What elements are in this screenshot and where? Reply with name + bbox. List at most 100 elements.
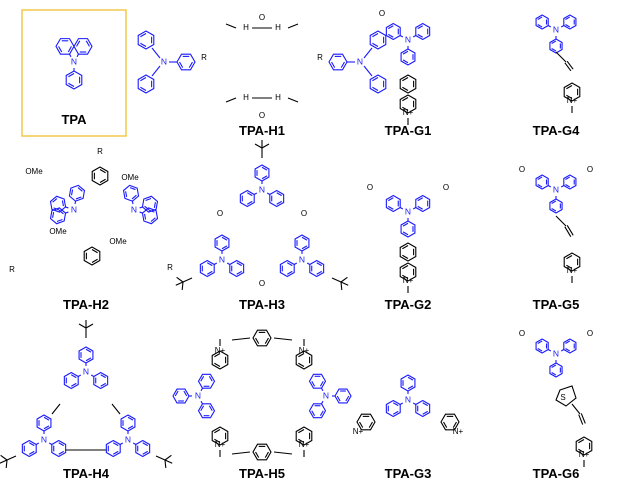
nitrogen-atom: N (259, 184, 265, 194)
phenyl-ring (105, 439, 121, 458)
bond (52, 212, 55, 218)
phenyl-ring (309, 259, 325, 278)
bond (111, 403, 121, 415)
bond (145, 197, 152, 202)
phenyl-ring (141, 207, 159, 225)
bond (372, 77, 379, 82)
bond (422, 402, 428, 407)
bond (140, 33, 147, 38)
phenyl-ring (51, 439, 67, 458)
bond (179, 61, 184, 68)
nitrogen-atom: N (71, 204, 77, 214)
bond (273, 337, 293, 341)
phenyl-ring (279, 259, 295, 278)
bond (78, 323, 87, 329)
bond (566, 224, 574, 236)
phenyl-ring (399, 242, 417, 262)
thiophene-ring (555, 385, 577, 407)
bond (402, 59, 409, 64)
bond (221, 236, 228, 241)
bond (407, 376, 414, 381)
phenyl-ring (535, 338, 549, 354)
bond (140, 42, 147, 47)
bond (236, 262, 242, 267)
bond (100, 374, 106, 379)
bond (255, 337, 260, 344)
bond (402, 97, 409, 102)
bond (91, 249, 98, 254)
bond (85, 357, 92, 362)
bond (188, 61, 193, 68)
bond (566, 264, 573, 269)
bond (287, 23, 299, 29)
phenyl-ring (49, 207, 67, 225)
bond (140, 86, 147, 91)
bond (71, 382, 77, 387)
label-tpa: TPA (61, 112, 87, 127)
phenyl-ring (400, 220, 416, 238)
bond (99, 169, 106, 174)
bond (443, 421, 448, 428)
bond (372, 33, 379, 38)
bond (151, 47, 161, 59)
r-group: R (97, 147, 103, 156)
bond (182, 277, 193, 283)
label-tpa-h5: TPA-H5 (239, 466, 285, 481)
bond (565, 24, 571, 28)
urea-nh: H (243, 23, 249, 32)
phenyl-ring (36, 414, 52, 432)
bond (113, 442, 119, 447)
bond (402, 77, 409, 82)
phenyl-ring (549, 38, 563, 54)
bond (551, 40, 557, 44)
methoxy-group: OMe (25, 167, 43, 176)
bond (402, 254, 409, 259)
methoxy-group: OMe (121, 173, 139, 182)
bond (417, 197, 423, 202)
bond (85, 40, 90, 47)
bond (214, 438, 221, 443)
bond (555, 51, 567, 63)
pyridinium-ring (211, 350, 229, 370)
tpa-highlight-box (21, 9, 127, 137)
bond (566, 60, 574, 70)
phenyl-ring (137, 74, 155, 94)
nitrogen-atom: N (299, 254, 305, 264)
bond (580, 413, 586, 424)
urea-nh: H (275, 23, 281, 32)
bond (301, 236, 308, 241)
bond (75, 196, 82, 200)
pyridinium-ring (440, 413, 460, 431)
bond (537, 348, 543, 352)
bond (551, 48, 557, 52)
phenyl-ring (385, 22, 401, 41)
bond (207, 262, 213, 267)
bond (402, 222, 409, 227)
bond (407, 385, 414, 390)
phenyl-ring (252, 329, 272, 347)
nitrogen-atom: N (161, 56, 167, 66)
bond (566, 94, 573, 99)
bond (452, 421, 457, 428)
bond (181, 281, 184, 290)
nitrogen-atom: N (125, 434, 131, 444)
phenyl-ring (334, 388, 352, 404)
bond (58, 46, 63, 53)
phenyl-ring (49, 195, 67, 213)
nitrogen-atom: N (219, 254, 225, 264)
ketone-oxygen: O (259, 279, 265, 288)
phenyl-ring (415, 399, 431, 418)
bond (578, 439, 585, 444)
phenyl-ring (549, 198, 563, 214)
methoxy-oxygen: O (519, 329, 525, 338)
bond (208, 405, 213, 411)
bond (287, 270, 293, 275)
bond (402, 86, 409, 91)
bond (287, 97, 299, 103)
bond (0, 459, 8, 464)
label-tpa-h4: TPA-H4 (63, 466, 109, 481)
phenyl-ring (563, 338, 577, 354)
nitrogen-atom: N (553, 184, 559, 194)
